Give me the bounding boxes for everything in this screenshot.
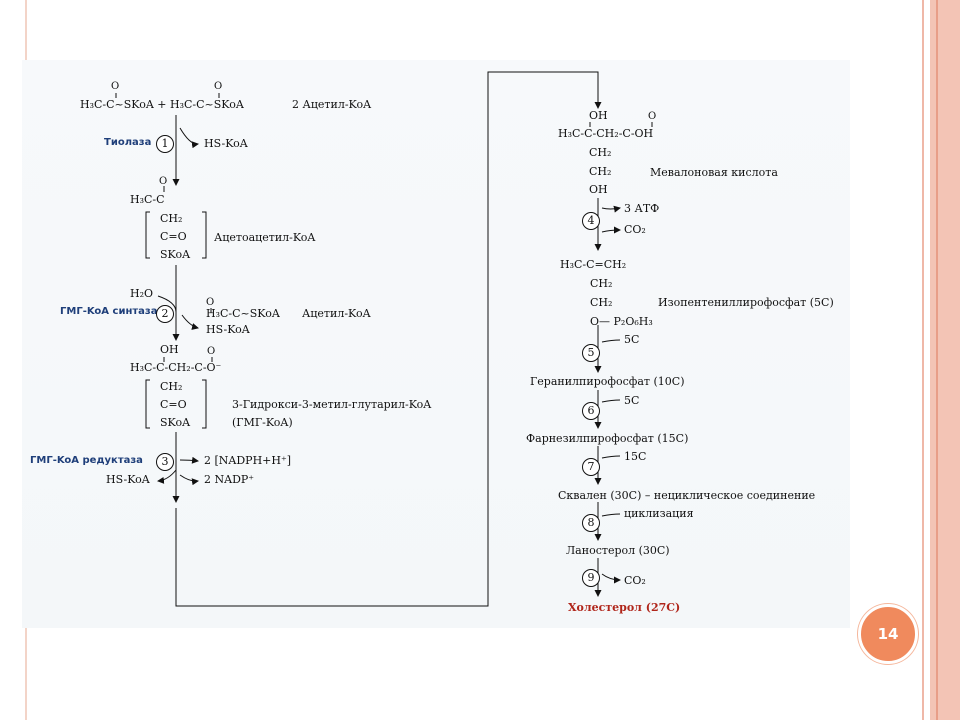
step-marker-5: 5 <box>582 344 600 362</box>
step-marker-1: 1 <box>156 135 174 153</box>
mevalonate-line3: CH₂ <box>589 165 612 178</box>
acetoacetyl-line2: CH₂ <box>160 212 183 225</box>
farnesyl-pyrophosphate: Фарнезилпирофосфат (15C) <box>526 432 689 445</box>
reaction4-atp: 3 АТФ <box>624 202 660 215</box>
reaction3-byproduct: HS-KoA <box>106 473 150 486</box>
step-marker-6: 6 <box>582 402 600 420</box>
step-marker-9: 9 <box>582 569 600 587</box>
step-marker-7: 7 <box>582 458 600 476</box>
step7-added-carbons: 15C <box>624 450 647 463</box>
step8-cyclization: циклизация <box>624 507 694 520</box>
enzyme-hmg-coa-reductase: ГМГ-KoA редуктаза <box>30 455 143 466</box>
lanosterol: Ланостерол (30C) <box>566 544 670 557</box>
mevalonate-line1: H₃C-C-CH₂-C-OH <box>558 127 654 140</box>
frame-right-band <box>930 0 960 720</box>
mevalonate-hydroxyl-top: OH <box>589 109 608 122</box>
acetoacetyl-line3: C=O <box>160 230 187 243</box>
geranyl-pyrophosphate: Геранилпирофосфат (10C) <box>530 375 685 388</box>
mevalonate-line2: CH₂ <box>589 146 612 159</box>
hmg-line2: CH₂ <box>160 380 183 393</box>
ipp-line3: CH₂ <box>590 296 613 309</box>
mevalonate-oxo-mark: O <box>648 111 657 122</box>
reaction1-product-label: 2 Ацетил-KoA <box>292 98 372 111</box>
mevalonate-line4: OH <box>589 183 608 196</box>
step6-added-carbons: 5C <box>624 394 640 407</box>
ipp-line1: H₃C-C=CH₂ <box>560 258 627 271</box>
reaction2-oxo-mark: O <box>206 297 215 308</box>
hmg-label-abbrev: (ГМГ-KoA) <box>232 416 293 429</box>
step9-co2: CO₂ <box>624 574 646 587</box>
reaction3-nadp: 2 NADP⁺ <box>204 473 255 486</box>
step-marker-4: 4 <box>582 212 600 230</box>
squalene: Сквален (30C) – нециклическое соединение <box>558 489 816 502</box>
reaction1-reactants: H₃C-C~SKoA + H₃C-C~SKoA <box>80 98 244 111</box>
acetoacetyl-line4: SKoA <box>160 248 191 261</box>
step-marker-8: 8 <box>582 514 600 532</box>
scanned-diagram-background <box>22 60 850 628</box>
reaction1-oxo-mark-1: O <box>111 81 120 92</box>
enzyme-hmg-coa-synthase: ГМГ-KoA синтаза <box>60 306 158 317</box>
reaction2-byproduct: HS-KoA <box>206 323 250 336</box>
acetoacetyl-label: Ацетоацетил-KoA <box>214 231 316 244</box>
reaction2-acetyl-coa: H₃C-C~SKoA <box>206 307 280 320</box>
hmg-hydroxyl: OH <box>160 343 179 356</box>
acetoacetyl-oxo-mark: O <box>159 176 168 187</box>
hmg-line4: SKoA <box>160 416 191 429</box>
hmg-label: 3-Гидрокси-3-метил-глутарил-KoA <box>232 398 432 411</box>
ipp-line4: O— P₂O₆H₃ <box>590 315 653 328</box>
step-marker-3: 3 <box>156 453 174 471</box>
reaction4-co2: CO₂ <box>624 223 646 236</box>
hmg-oxo-mark: O <box>207 346 216 357</box>
frame-right-border-inner <box>922 0 924 720</box>
step-marker-2: 2 <box>156 305 174 323</box>
page-number-badge: 14 <box>858 604 918 664</box>
acetoacetyl-line1: H₃C-C <box>130 193 165 206</box>
step5-added-carbons: 5C <box>624 333 640 346</box>
frame-right-border-outer <box>936 0 938 720</box>
hmg-line3: C=O <box>160 398 187 411</box>
ipp-label: Изопентениллирофосфат (5C) <box>658 296 834 309</box>
hmg-line1: H₃C-C-CH₂-C-O⁻ <box>130 361 222 374</box>
enzyme-thiolase: Тиолаза <box>104 137 152 148</box>
mevalonate-label: Мевалоновая кислота <box>650 166 778 179</box>
cholesterol: Холестерол (27C) <box>568 601 681 614</box>
reaction3-nadph: 2 [NADPH+H⁺] <box>204 454 292 467</box>
reaction2-water: H₂O <box>130 287 154 300</box>
reaction2-acetyl-coa-label: Ацетил-KoA <box>302 307 371 320</box>
reaction1-byproduct: HS-KoA <box>204 137 248 150</box>
reaction1-oxo-mark-2: O <box>214 81 223 92</box>
ipp-line2: CH₂ <box>590 277 613 290</box>
